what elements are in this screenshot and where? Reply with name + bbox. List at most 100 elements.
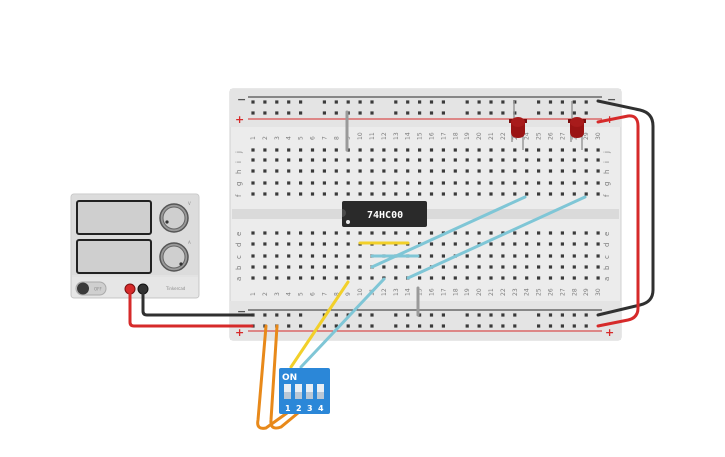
terminal-hole[interactable] (513, 192, 517, 196)
blue-jumper-led2[interactable] (406, 195, 587, 280)
terminal-hole[interactable] (501, 181, 505, 185)
terminal-hole[interactable] (299, 265, 303, 269)
rail-hole[interactable] (477, 324, 481, 328)
terminal-hole[interactable] (477, 276, 481, 280)
terminal-hole[interactable] (489, 254, 493, 258)
terminal-hole[interactable] (501, 148, 505, 152)
orange-wire-2[interactable] (269, 324, 300, 430)
terminal-hole[interactable] (334, 148, 338, 152)
terminal-hole[interactable] (275, 254, 279, 258)
terminal-hole[interactable] (513, 181, 517, 185)
terminal-hole[interactable] (418, 158, 422, 162)
terminal-hole[interactable] (537, 265, 541, 269)
terminal-hole[interactable] (251, 276, 255, 280)
terminal-hole[interactable] (358, 254, 362, 258)
rail-hole[interactable] (501, 313, 505, 317)
rail-hole[interactable] (299, 313, 303, 317)
terminal-hole[interactable] (596, 242, 600, 246)
terminal-hole[interactable] (489, 158, 493, 162)
terminal-hole[interactable] (489, 169, 493, 173)
terminal-hole[interactable] (287, 158, 291, 162)
terminal-hole[interactable] (572, 148, 576, 152)
rail-hole[interactable] (489, 100, 493, 104)
terminal-hole[interactable] (406, 169, 410, 173)
rail-hole[interactable] (418, 324, 422, 328)
terminal-hole[interactable] (548, 265, 553, 269)
logic-chip-74hc00[interactable]: 74HC00 (342, 201, 427, 227)
rail-hole[interactable] (537, 111, 541, 115)
terminal-hole[interactable] (560, 254, 564, 258)
terminal-hole[interactable] (251, 192, 255, 196)
terminal-hole[interactable] (477, 231, 481, 235)
terminal-hole[interactable] (370, 276, 374, 280)
terminal-hole[interactable] (299, 231, 303, 235)
terminal-hole[interactable] (382, 169, 386, 173)
terminal-hole[interactable] (513, 158, 517, 162)
terminal-hole[interactable] (394, 158, 398, 162)
terminal-hole[interactable] (322, 192, 326, 196)
rail-hole[interactable] (513, 100, 517, 104)
terminal-hole[interactable] (287, 169, 291, 173)
terminal-hole[interactable] (477, 192, 481, 196)
rail-hole[interactable] (287, 324, 291, 328)
terminal-hole[interactable] (310, 158, 315, 162)
terminal-hole[interactable] (299, 192, 303, 196)
terminal-hole[interactable] (477, 265, 481, 269)
terminal-hole[interactable] (322, 254, 326, 258)
terminal-hole[interactable] (465, 231, 469, 235)
rail-hole[interactable] (299, 324, 303, 328)
rail-hole[interactable] (418, 313, 422, 317)
terminal-hole[interactable] (394, 148, 398, 152)
rail-hole[interactable] (537, 324, 541, 328)
terminal-hole[interactable] (287, 254, 291, 258)
terminal-hole[interactable] (429, 276, 434, 280)
terminal-hole[interactable] (584, 242, 588, 246)
terminal-hole[interactable] (322, 169, 326, 173)
terminal-hole[interactable] (299, 242, 303, 246)
terminal-hole[interactable] (287, 242, 291, 246)
terminal-hole[interactable] (441, 192, 445, 196)
terminal-hole[interactable] (287, 276, 291, 280)
terminal-hole[interactable] (287, 231, 291, 235)
rail-hole[interactable] (394, 111, 398, 115)
dip-toggle-4[interactable] (317, 384, 324, 399)
rail-hole[interactable] (513, 111, 517, 115)
terminal-hole[interactable] (477, 254, 481, 258)
terminal-hole[interactable] (251, 254, 255, 258)
terminal-hole[interactable] (287, 192, 291, 196)
terminal-hole[interactable] (489, 276, 493, 280)
terminal-hole[interactable] (275, 169, 279, 173)
rail-hole[interactable] (358, 313, 362, 317)
terminal-hole[interactable] (251, 265, 255, 269)
terminal-hole[interactable] (322, 242, 326, 246)
rail-hole[interactable] (465, 324, 469, 328)
black-power-wire[interactable] (141, 290, 254, 317)
terminal-hole[interactable] (572, 192, 576, 196)
breadboard-holes[interactable] (251, 100, 600, 328)
terminal-hole[interactable] (394, 181, 398, 185)
terminal-hole[interactable] (584, 148, 588, 152)
rail-hole[interactable] (406, 313, 410, 317)
terminal-hole[interactable] (287, 181, 291, 185)
rail-hole[interactable] (406, 111, 410, 115)
terminal-hole[interactable] (477, 181, 481, 185)
terminal-hole[interactable] (548, 276, 553, 280)
rail-hole[interactable] (477, 313, 481, 317)
rail-hole[interactable] (441, 313, 445, 317)
right-black-wire[interactable] (596, 99, 655, 317)
terminal-hole[interactable] (525, 231, 529, 235)
rail-hole[interactable] (263, 313, 267, 317)
terminal-hole[interactable] (382, 192, 386, 196)
terminal-hole[interactable] (489, 148, 493, 152)
terminal-hole[interactable] (453, 169, 457, 173)
terminal-hole[interactable] (275, 148, 279, 152)
terminal-hole[interactable] (596, 231, 600, 235)
terminal-hole[interactable] (251, 158, 255, 162)
terminal-hole[interactable] (394, 192, 398, 196)
rail-hole[interactable] (406, 100, 410, 104)
rail-hole[interactable] (394, 324, 398, 328)
terminal-hole[interactable] (310, 242, 315, 246)
terminal-hole[interactable] (465, 148, 469, 152)
rail-hole[interactable] (465, 100, 469, 104)
rail-hole[interactable] (287, 100, 291, 104)
